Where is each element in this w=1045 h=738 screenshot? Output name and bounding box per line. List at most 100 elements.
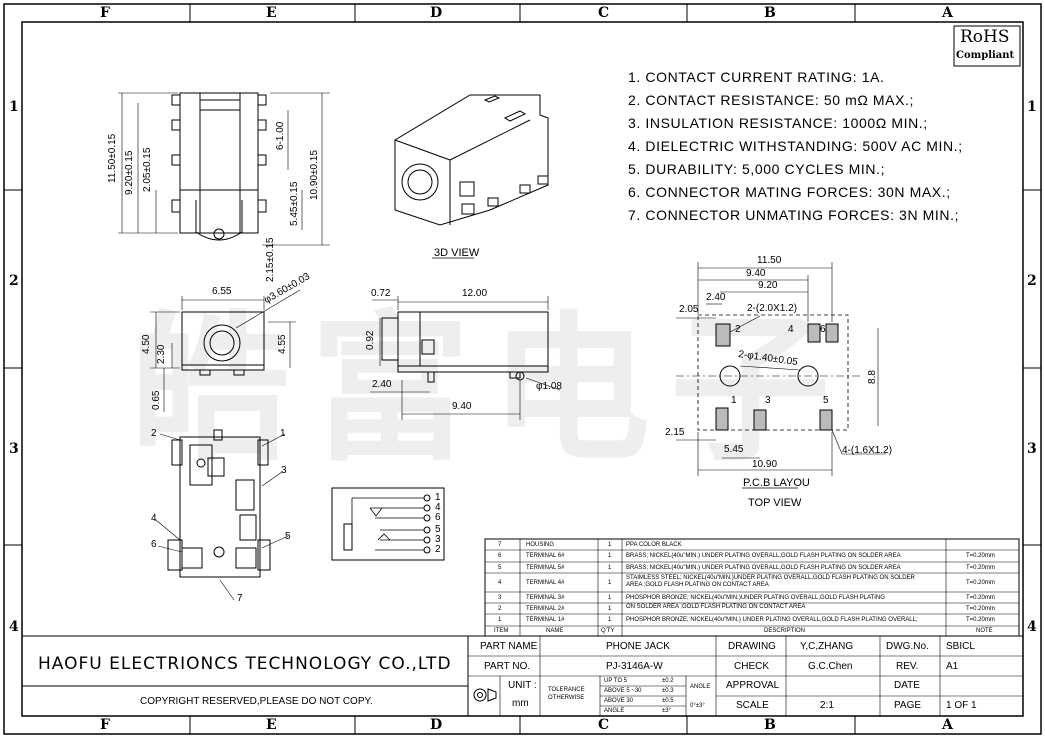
scale-value: 2:1 [820,700,834,711]
bom-row-4-name: TERMINAL 4# [526,580,565,586]
dwg-no-value: SBICL [946,641,975,652]
dim-pcb-2-15: 2.15 [665,427,685,438]
bom-row-7-name: HOUSING [526,542,555,548]
tol-val-2: ±0.3 [662,688,674,694]
zone-top-D: D [430,5,443,21]
part-no-value: PJ-3146A-W [606,661,663,672]
tol-range-2: ABOVE 5 ~30 [604,688,642,694]
zone-bottom-D: D [430,717,443,733]
rohs-compliant: Compliant [956,50,1015,61]
bom-row-6-qty: 1 [608,553,612,559]
pin-label-2: 2 [151,428,157,439]
bom-row-3-item: 3 [498,595,502,601]
bom-row-2-desc: ON SOLDER AREA ;GOLD FLASH PLATING ON CO… [626,604,806,610]
bom-header-name: NAME [546,628,564,634]
pin-label-6: 6 [151,539,157,550]
dim-6-55: 6.55 [212,286,232,297]
drawing-label: DRAWING [728,641,776,652]
pcb-pad-5: 5 [823,395,829,406]
dim-pcb-2-05: 2.05 [679,304,699,315]
check-label: CHECK [734,661,770,672]
zone-bottom-B: B [764,717,776,733]
drawing-value: Y,C,ZHANG [800,641,854,652]
zone-top-B: B [764,5,776,21]
pcb-pad-1: 1 [731,395,737,406]
zone-bottom-E: E [266,717,277,733]
angle-label: ANGLE [690,684,711,690]
page-label: PAGE [894,700,922,711]
copyright-notice: COPYRIGHT RESERVED,PLEASE DO NOT COPY. [140,696,373,707]
dim-2-30: 2.30 [156,344,167,364]
bom-header-qty: Q'TY [601,628,615,634]
bom-row-7-desc: PPA COLOR BLACK [626,542,682,548]
dim-11-50: 11.50±0.15 [107,133,118,183]
bom-row-2-note: T=0.20mm [966,606,995,612]
bom-row-3-qty: 1 [608,595,612,601]
zone-left-1: 1 [9,99,19,115]
zone-bottom-A: A [942,717,953,733]
bom-row-5-desc: BRASS; NICKEL(40u"MIN.) UNDER PLATING OV… [626,565,901,571]
bom-row-4-desc: STAIMLESS STEEL; NICKEL(40u"MIN.)UNDER P… [626,575,915,589]
pin-label-7: 7 [237,593,243,604]
spec-item-7: 7. CONNECTOR UNMATING FORCES: 3N MIN.; [628,207,960,223]
zone-right-3: 3 [1027,441,1037,457]
bom-row-1-desc: PHOSPHOR BRONZE; NICKEL(40u"MIN.) UNDER … [626,617,918,623]
pcb-pad-4: 4 [788,324,794,335]
schematic-pin-1: 1 [435,492,441,503]
date-label: DATE [894,680,920,691]
spec-item-4: 4. DIELECTRIC WITHSTANDING: 500V AC MIN.… [628,138,963,154]
dim-2-40-side: 2.40 [372,379,392,390]
rev-label: REV. [896,661,919,672]
bom-row-5-name: TERMINAL 5# [526,565,565,571]
zone-right-2: 2 [1027,273,1037,289]
dim-2-05: 2.05±0.15 [142,147,153,192]
dim-6-1-00: 6-1.00 [275,121,286,150]
watermark: 皓富电子 [130,296,851,483]
zone-bottom-F: F [100,717,110,733]
dwg-no-label: DWG.No. [886,641,929,652]
dim-10-90: 10.90±0.15 [309,150,320,200]
tol-val-1: ±0.2 [662,678,674,684]
dim-12-00: 12.00 [462,288,488,299]
schematic-pin-2: 2 [435,544,441,555]
dim-2-15: 2.15±0.15 [265,237,276,282]
dim-5-45: 5.45±0.15 [289,181,300,226]
unit-label: UNIT : [508,680,537,691]
check-value: G.C.Chen [808,661,853,672]
schematic-pin-5: 5 [435,524,441,535]
zone-top-C: C [598,5,610,21]
bom-header-item: ITEM [494,628,509,634]
dim-pcb-5-45: 5.45 [724,444,744,455]
dim-pcb-9-40: 9.40 [746,268,766,279]
pin-label-5: 5 [285,531,291,542]
bom-row-6-item: 6 [498,553,502,559]
dim-phi-1-08: φ1.08 [536,381,562,392]
schematic-pin-3: 3 [435,534,441,545]
dim-pcb-10-90: 10.90 [752,459,778,470]
part-name-label: PART NAME [480,641,538,652]
bom-row-5-note: T=0.20mm [966,565,995,571]
zone-top-F: F [100,5,110,21]
angle-value: 0°±3° [690,703,705,709]
bom-row-4-item: 4 [498,580,502,586]
scale-label: SCALE [736,700,769,711]
dim-0-65: 0.65 [151,390,162,410]
spec-item-5: 5. DURABILITY: 5,000 CYCLES MIN.; [628,161,886,177]
bom-row-1-item: 1 [498,617,502,623]
bom-row-6-note: T=0.20mm [966,553,995,559]
pin-label-3: 3 [281,465,287,476]
pcb-layout-title: P.C.B LAYOU [743,477,810,489]
tolerance-label: TOLERANCE OTHERWISE [548,687,585,702]
bom-row-2-name: TERMINAL 2# [526,606,565,612]
unit-value: mm [512,698,529,709]
pcb-pad-2: 2 [735,324,741,335]
tol-range-3: ABOVE 30 [604,698,634,704]
dim-pcb-11-50: 11.50 [757,255,782,266]
dim-4-55: 4.55 [277,334,288,354]
bom-header-description: DESCRIPTION [764,628,806,634]
bom-row-2-item: 2 [498,606,502,612]
bom-row-7-item: 7 [498,542,502,548]
zone-left-4: 4 [9,619,19,635]
dim-pcb-4pad: 4-(1.6X1.2) [842,445,893,456]
